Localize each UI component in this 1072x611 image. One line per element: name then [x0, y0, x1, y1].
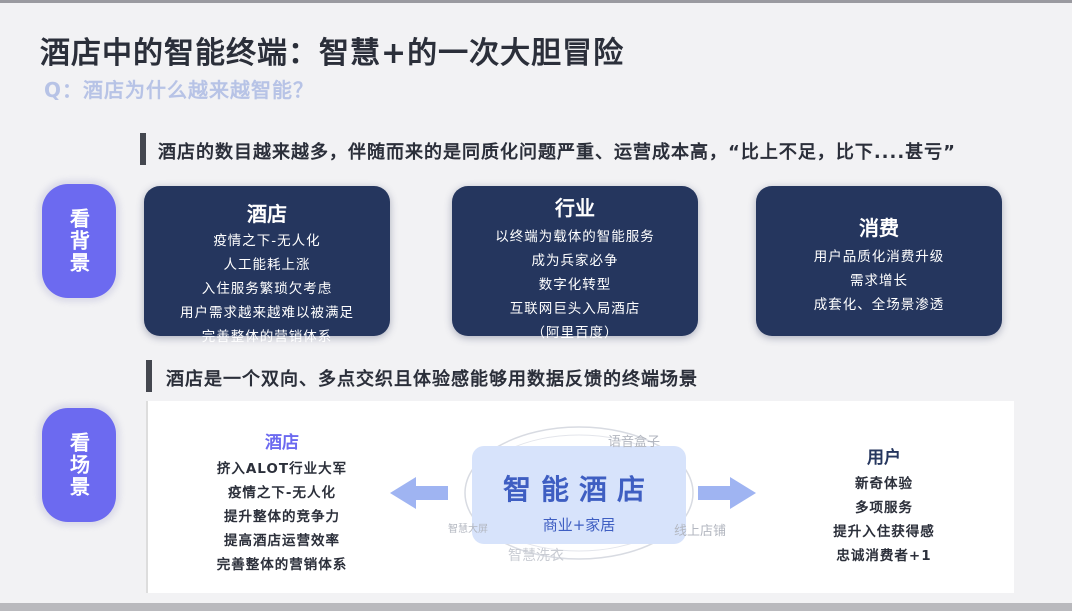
card-line: （阿里百度） [531, 325, 619, 341]
top-border [0, 0, 1072, 3]
user-line: 提升入住获得感 [833, 524, 935, 540]
card-consumption: 消费 用户品质化消费升级 需求增长 成套化、全场景渗透 [756, 186, 1002, 336]
card-line: 成为兵家必争 [531, 253, 619, 269]
card-line: 用户品质化消费升级 [813, 249, 945, 265]
user-line: 新奇体验 [855, 476, 913, 492]
orbit-ellipse [464, 426, 694, 560]
label-smart-screen: 智慧大屏 [448, 524, 488, 535]
label-smart-laundry: 智慧洗衣 [508, 548, 564, 564]
card-line: 需求增长 [850, 273, 908, 289]
arrow-right-icon [698, 477, 756, 509]
card-line: 成套化、全场景渗透 [813, 297, 945, 313]
user-column: 用户 新奇体验 多项服务 提升入住获得感 忠诚消费者+1 [800, 443, 968, 568]
card-title: 酒店 [247, 202, 287, 226]
label-voice-box: 语音盒子 [608, 435, 661, 450]
card-title: 行业 [555, 196, 595, 220]
page-title: 酒店中的智能终端：智慧+的一次大胆冒险 [40, 36, 625, 71]
user-line: 多项服务 [855, 500, 913, 516]
section-heading-background: 酒店的数目越来越多，伴随而来的是同质化问题严重、运营成本高，“比上不足，比下..… [158, 142, 957, 163]
card-line: 以终端为载体的智能服务 [495, 229, 655, 245]
hotel-line: 疫情之下-无人化 [227, 485, 337, 501]
card-line: 互联网巨头入局酒店 [509, 301, 641, 317]
card-line: 疫情之下-无人化 [213, 233, 321, 249]
hotel-column: 酒店 挤入ALOT行业大军 疫情之下-无人化 提升整体的竞争力 提高酒店运营效率… [196, 428, 368, 577]
side-label-scene: 看场景 [42, 408, 116, 522]
hotel-line: 提高酒店运营效率 [224, 533, 340, 549]
bottom-border [0, 603, 1072, 611]
card-line: 完善整体的营销体系 [201, 329, 333, 345]
label-online-store: 线上店铺 [674, 524, 727, 539]
user-line: 忠诚消费者+1 [836, 548, 932, 564]
card-line: 数字化转型 [538, 277, 612, 293]
card-line: 用户需求越来越难以被满足 [180, 305, 354, 321]
card-hotel: 酒店 疫情之下-无人化 人工能耗上涨 入住服务繁琐欠考虑 用户需求越来越难以被满… [144, 186, 390, 345]
hotel-line: 挤入ALOT行业大军 [216, 461, 348, 477]
side-label-background: 看背景 [42, 184, 116, 298]
smart-hotel-subtitle: 商业+家居 [542, 516, 616, 534]
hotel-line: 完善整体的营销体系 [216, 557, 348, 573]
hotel-heading: 酒店 [265, 433, 299, 453]
section-bar-background [140, 133, 146, 165]
smart-hotel-title: 智能酒店 [502, 473, 655, 506]
smart-hotel-box: 智能酒店 商业+家居 [472, 446, 686, 544]
card-title: 消费 [859, 216, 899, 240]
section-bar-scene [146, 360, 152, 392]
user-heading: 用户 [867, 448, 901, 468]
section-heading-scene: 酒店是一个双向、多点交织且体验感能够用数据反馈的终端场景 [166, 369, 698, 390]
card-line: 人工能耗上涨 [223, 257, 311, 273]
arrow-left-icon [390, 477, 448, 509]
card-industry: 行业 以终端为载体的智能服务 成为兵家必争 数字化转型 互联网巨头入局酒店 （阿… [452, 186, 698, 341]
page-subtitle: Q：酒店为什么越来越智能？ [44, 78, 315, 102]
card-line: 入住服务繁琐欠考虑 [201, 281, 333, 297]
hotel-line: 提升整体的竞争力 [224, 509, 340, 525]
